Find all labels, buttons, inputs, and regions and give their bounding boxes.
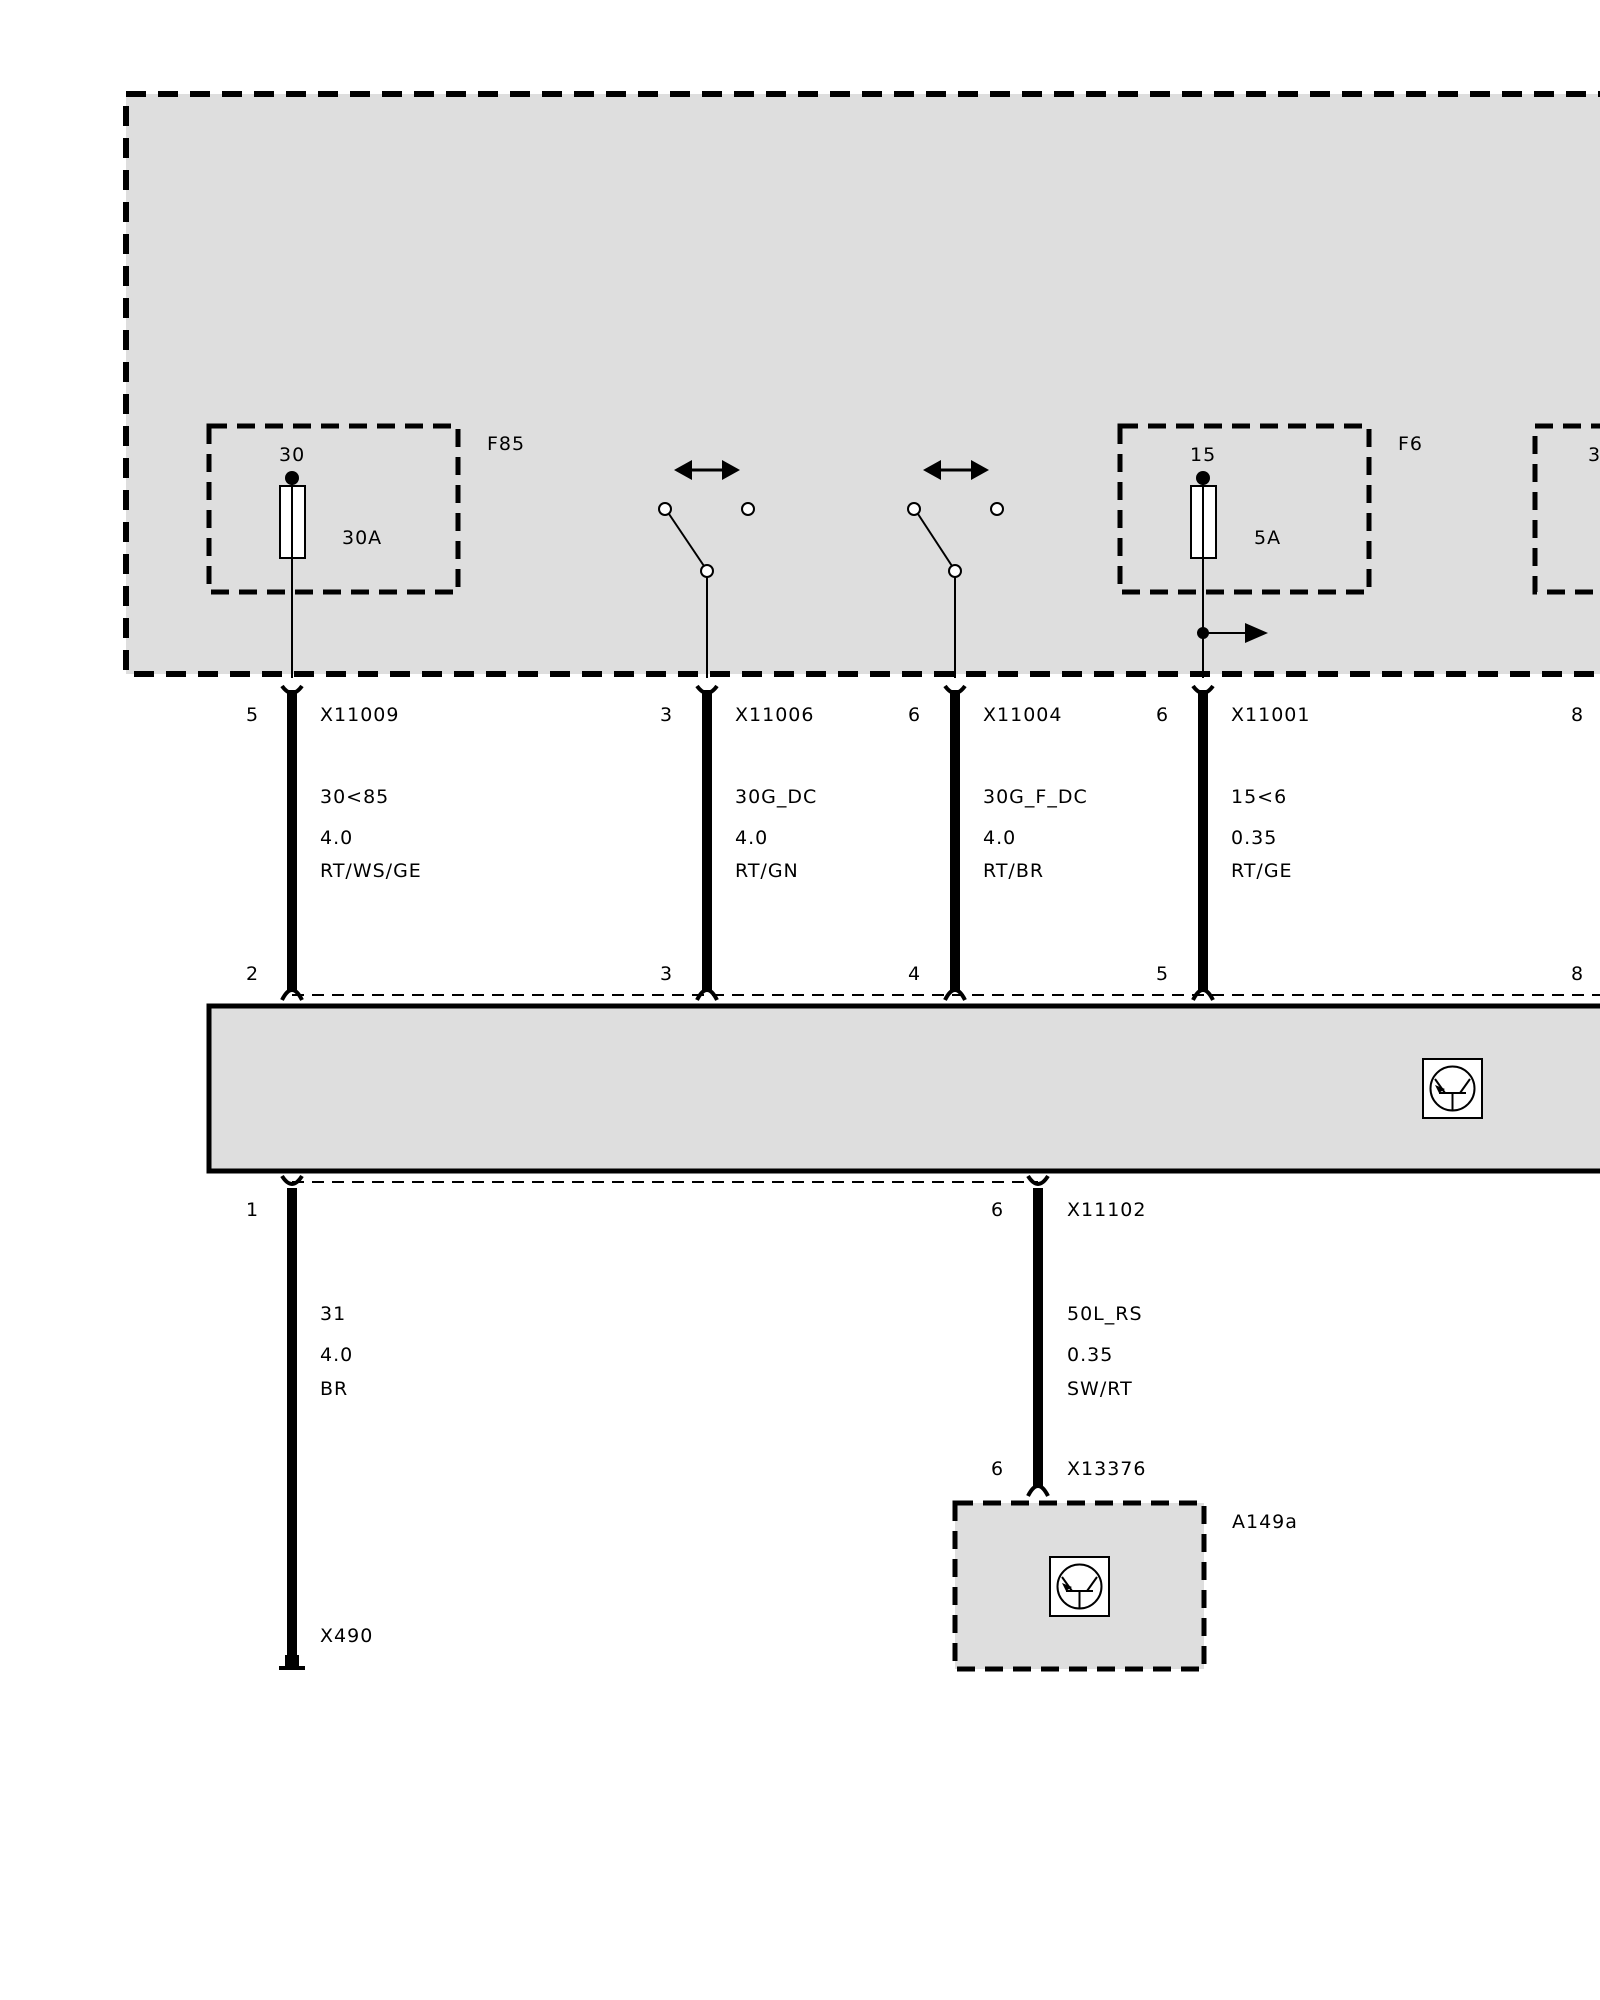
fuse-f6-terminal: 15 [1190,444,1216,466]
control-unit [206,1003,1600,1174]
double-arrow-icon [923,460,989,480]
signal-label: 50L_RS [1067,1303,1143,1325]
arrow-right-icon [1203,623,1268,643]
pin-label: 6 [991,1199,1004,1221]
color-label: RT/WS/GE [320,860,422,882]
pin-bottom: 4 [908,963,921,985]
fuse-f85-terminal: 30 [279,444,305,466]
module-a149a: A149a [952,1500,1298,1672]
color-label: RT/GE [1231,860,1293,882]
lower-wires [280,1174,1050,1660]
fuse-f85-id: F85 [487,433,525,455]
signal-label: 30G_DC [735,786,817,808]
module-id: A149a [1232,1511,1298,1533]
wire-labels-lower: 1 31 4.0 BR X490 6 X11102 50L_RS 0.35 SW… [246,1199,1146,1647]
connector-x11004: X11004 [983,704,1062,726]
pin-top: 8 [1571,704,1584,726]
color-label: SW/RT [1067,1378,1133,1400]
pin-bottom: 3 [660,963,673,985]
connector-x13376: X13376 [1067,1458,1146,1480]
gauge-label: 0.35 [1067,1344,1113,1366]
connector-x11102: X11102 [1067,1199,1146,1221]
transistor-icon [1049,1556,1110,1617]
gauge-label: 4.0 [983,827,1016,849]
color-label: BR [320,1378,348,1400]
connector-x11009: X11009 [320,704,399,726]
gauge-label: 0.35 [1231,827,1277,849]
pin-bottom: 5 [1156,963,1169,985]
double-arrow-icon [674,460,740,480]
gauge-label: 4.0 [320,1344,353,1366]
pin-top: 6 [1156,704,1169,726]
switch-icon [658,460,755,678]
pin-label: 1 [246,1199,259,1221]
signal-label: 30G_F_DC [983,786,1088,808]
wire-labels-upper: 5 X11009 30<85 4.0 RT/WS/GE 2 3 X11006 3… [246,704,1584,985]
signal-label: 30<85 [320,786,389,808]
fuse-partial-terminal: 3 [1588,444,1600,466]
power-distribution-box [123,91,1600,677]
gauge-label: 4.0 [320,827,353,849]
fuse-f85-rating: 30A [342,527,382,549]
fuse-f6-id: F6 [1398,433,1423,455]
fuse-icon [1190,471,1268,678]
connector-x11001: X11001 [1231,704,1310,726]
upper-wires [280,684,1600,1001]
color-label: RT/GN [735,860,799,882]
pin-top: 6 [908,704,921,726]
fuse-block-f85: 30 F85 30A [206,423,525,678]
fuse-block-f6: 15 F6 5A [1117,423,1423,678]
signal-label: 15<6 [1231,786,1287,808]
pin-top: 3 [660,704,673,726]
color-label: RT/BR [983,860,1044,882]
fuse-f6-rating: 5A [1254,527,1281,549]
end-pin-label: 6 [991,1458,1004,1480]
ground-label: X490 [320,1625,373,1647]
signal-label: 31 [320,1303,346,1325]
connector-x11006: X11006 [735,704,814,726]
transistor-icon [1422,1058,1483,1119]
pin-top: 5 [246,704,259,726]
switch-icon [907,460,1004,678]
fuse-icon [279,471,306,678]
pin-bottom: 8 [1571,963,1584,985]
fuse-block-partial: 3 [1532,423,1600,595]
gauge-label: 4.0 [735,827,768,849]
pin-bottom: 2 [246,963,259,985]
ground-icon [279,1655,305,1670]
